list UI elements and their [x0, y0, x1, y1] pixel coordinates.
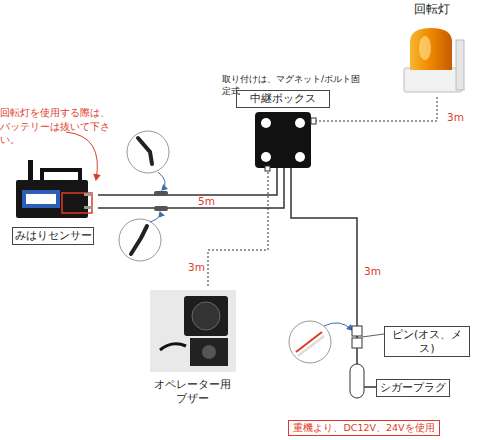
connector-photo: [131, 226, 147, 254]
sensor-handle: [42, 170, 80, 180]
pin-callout-box: ピン(オス、メス): [384, 326, 470, 343]
sensor-antenna: [28, 160, 33, 182]
cable-plug: [154, 206, 168, 211]
buzzer-cable: [160, 344, 186, 350]
cable-line: [291, 168, 376, 387]
relay-body: [255, 112, 311, 168]
length-label: 3m: [364, 266, 381, 277]
pin-male: [352, 326, 362, 336]
relay-box: [255, 112, 316, 171]
inset-arrow: [150, 212, 160, 222]
light-shine: [419, 36, 431, 60]
callout-text: ピン(オス、メス): [384, 326, 470, 357]
photo-background: [150, 290, 236, 372]
relay-hole: [261, 152, 271, 162]
buzzer-reel: [184, 296, 228, 336]
inset-circle: [119, 219, 161, 261]
cable-line: [98, 168, 284, 208]
cable-plug: [154, 191, 168, 196]
connector-photo: [138, 138, 152, 164]
rotating-light: [404, 28, 464, 92]
relay-box-node: 中継ボックス: [255, 90, 311, 168]
length-label: 5m: [198, 196, 215, 207]
callout-text: シガープラグ: [376, 379, 450, 397]
plug-callout-box: シガープラグ: [376, 379, 450, 396]
pin-female: [352, 338, 362, 348]
sensor-port: [84, 193, 92, 196]
rotating-light-node: 回転灯: [400, 2, 464, 95]
leader-line: [362, 334, 384, 337]
node-heading: オペレーター用 ブザー: [151, 378, 233, 407]
node-heading: みはりセンサー: [12, 227, 94, 245]
note-arrow: [66, 132, 97, 180]
relay-port: [265, 166, 270, 171]
wire-white: [298, 336, 324, 356]
sensor-node: みはりセンサー: [8, 155, 98, 247]
note-text: 重機より、DC12V、24Vを使用: [288, 420, 440, 436]
cigar-plug: [350, 364, 364, 398]
node-heading: 回転灯: [394, 2, 470, 18]
relay-hole: [295, 118, 305, 128]
buzzer-photo: [150, 290, 236, 372]
length-label: 3m: [447, 112, 464, 123]
mounting-note: 取り付けは、マグネット/ボルト固定式: [222, 73, 362, 97]
buzzer-node: オペレーター用 ブザー: [145, 286, 240, 410]
sensor-device: [16, 160, 92, 218]
cable-line: [98, 168, 277, 195]
relay-hole: [261, 118, 271, 128]
buzzer-box: [190, 338, 228, 366]
inset-circle: [289, 321, 331, 363]
light-base: [404, 68, 462, 92]
buzzer-reel-hub: [192, 302, 220, 330]
relay-port: [311, 118, 316, 124]
sensor-port: [84, 206, 92, 209]
light-dome: [410, 28, 452, 70]
length-label: 3m: [188, 262, 205, 273]
buzzer-speaker: [202, 345, 216, 359]
sensor-panel-plate: [26, 194, 56, 204]
warning-note: 回転灯を使用する際は、 バッテリーは抜いて下さい。: [0, 106, 118, 147]
sensor-port-highlight: [62, 193, 92, 213]
inset-circle: [127, 131, 169, 173]
dashed-cable: [311, 95, 437, 121]
node-heading: 中継ボックス: [236, 90, 330, 108]
note-box: 重機より、DC12V、24Vを使用: [288, 420, 440, 437]
inset-arrow: [324, 323, 352, 330]
dashed-cable: [208, 168, 268, 286]
light-bracket: [456, 40, 464, 90]
sensor-panel: [22, 190, 60, 208]
inset-arrow: [158, 172, 165, 190]
relay-hole: [295, 152, 305, 162]
